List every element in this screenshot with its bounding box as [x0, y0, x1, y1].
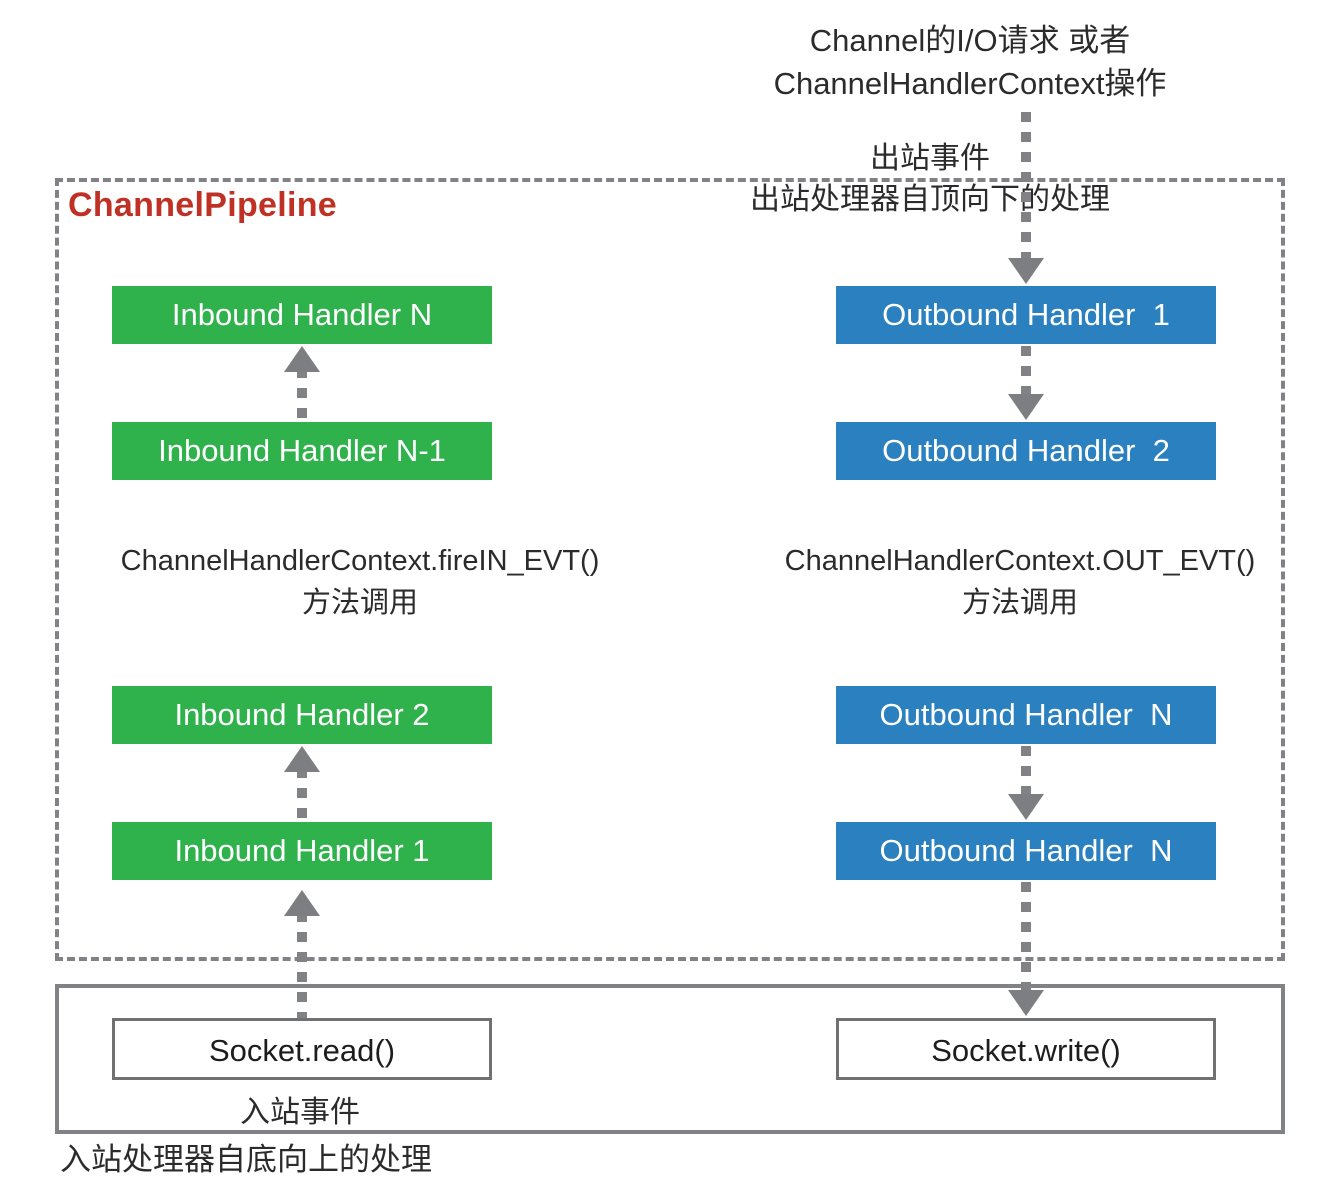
- outbound-handler-1[interactable]: Outbound Handler 1: [836, 286, 1216, 344]
- inbound-handler-n[interactable]: Inbound Handler N: [112, 286, 492, 344]
- outbound-event-note: 出站事件 出站处理器自顶向下的处理: [750, 142, 1110, 217]
- arrowhead-down-outbound-n: [1008, 794, 1044, 820]
- arrowhead-up-inbound-n: [284, 346, 320, 372]
- inbound-handler-1[interactable]: Inbound Handler 1: [112, 822, 492, 880]
- connector-outboundn-to-socketwrite: [1021, 882, 1031, 996]
- arrowhead-down-outbound2: [1008, 394, 1044, 420]
- connector-outbound-1-to-2: [1021, 346, 1031, 400]
- connector-inbound-1-to-2: [297, 768, 307, 824]
- arrowhead-up-inbound-2: [284, 746, 320, 772]
- outbound-call-note: ChannelHandlerContext.OUT_EVT() 方法调用: [784, 545, 1256, 620]
- arrowhead-down-outbound1: [1008, 258, 1044, 284]
- connector-source-to-outbound1: [1021, 112, 1031, 262]
- channel-pipeline-container: [55, 178, 1285, 961]
- inbound-call-note: ChannelHandlerContext.fireIN_EVT() 方法调用: [120, 545, 600, 620]
- connector-socketread-to-inbound1: [297, 912, 307, 1020]
- socket-read-node[interactable]: Socket.read(): [112, 1018, 492, 1080]
- outbound-handler-n-lower[interactable]: Outbound Handler N: [836, 822, 1216, 880]
- top-source-note: Channel的I/O请求 或者 ChannelHandlerContext操作: [773, 23, 1167, 101]
- connector-inbound-n1-to-n: [297, 368, 307, 424]
- inbound-handler-2[interactable]: Inbound Handler 2: [112, 686, 492, 744]
- inbound-direction-note: 入站处理器自底向上的处理: [60, 1142, 432, 1177]
- socket-layer-container: [55, 984, 1285, 1134]
- connector-outbound-n-to-n: [1021, 746, 1031, 800]
- arrowhead-up-inbound-1: [284, 890, 320, 916]
- outbound-handler-n-upper[interactable]: Outbound Handler N: [836, 686, 1216, 744]
- outbound-handler-2[interactable]: Outbound Handler 2: [836, 422, 1216, 480]
- inbound-event-note: 入站事件: [240, 1096, 360, 1129]
- socket-write-node[interactable]: Socket.write(): [836, 1018, 1216, 1080]
- page-title: ChannelPipeline: [68, 186, 337, 224]
- inbound-handler-n-minus-1[interactable]: Inbound Handler N-1: [112, 422, 492, 480]
- arrowhead-down-socketwrite: [1008, 990, 1044, 1016]
